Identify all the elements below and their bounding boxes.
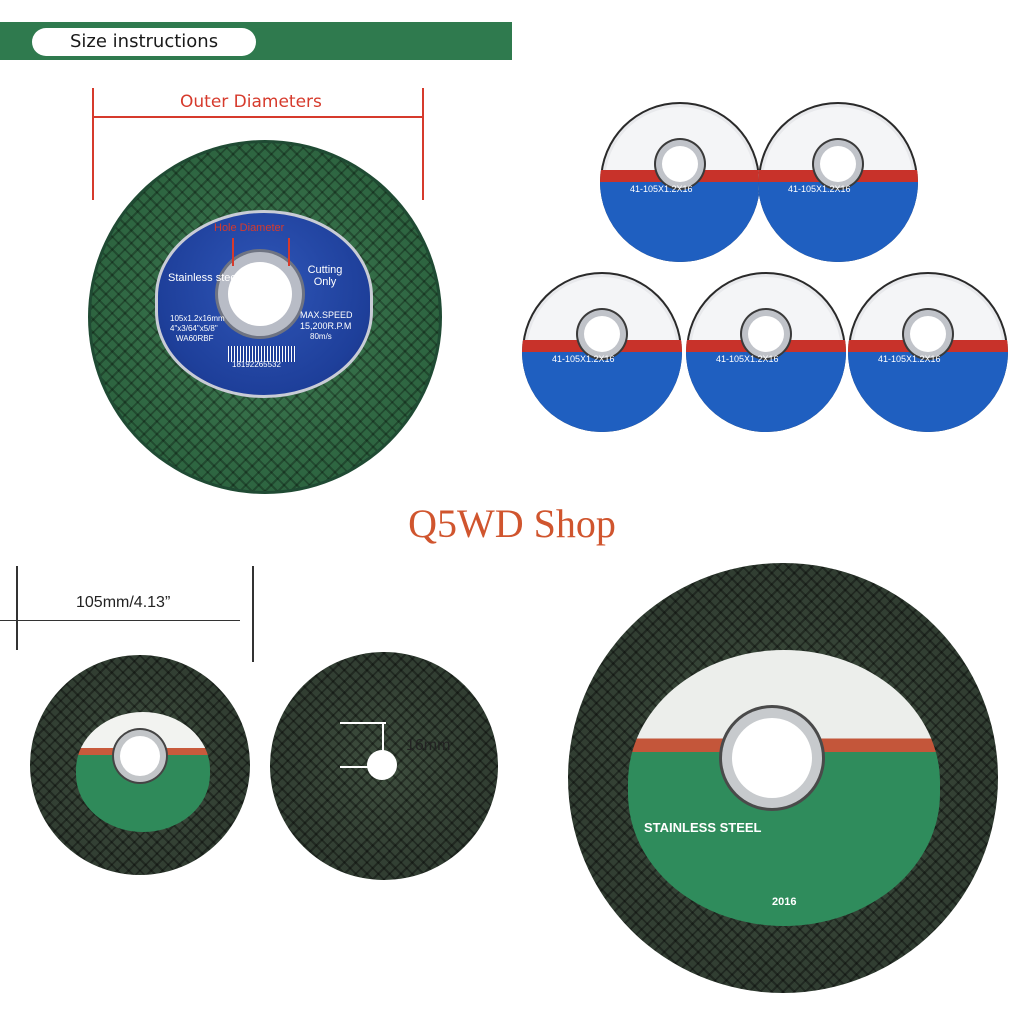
disc-max-speed: MAX.SPEED	[300, 310, 353, 320]
hole-dim-line	[382, 722, 384, 768]
disc-spec-inch: 4"x3/64"x5/8"	[170, 324, 218, 333]
blue-disc-spec: 41-105X1.2X16	[630, 184, 693, 194]
disc-large-material: STAINLESS STEEL	[644, 820, 762, 835]
blue-disc-5: 41-105X1.2X16	[848, 272, 1008, 432]
od-dimension-line	[92, 116, 424, 118]
disc-rpm: 15,200R.P.M	[300, 321, 352, 331]
disc-label-blue	[155, 210, 373, 398]
blue-disc-2: 41-105X1.2X16	[758, 102, 918, 262]
blue-disc-spec: 41-105X1.2X16	[788, 184, 851, 194]
hole-diameter-label: Hole Diameter	[214, 222, 285, 234]
blue-disc-spec: 41-105X1.2X16	[878, 354, 941, 364]
barcode-icon	[228, 346, 296, 362]
disc-spec: 105x1.2x16mm	[170, 314, 225, 323]
od-left-line	[92, 88, 94, 200]
hole-size-label: 16mm	[406, 737, 451, 754]
disc-material: Stainless steel	[168, 272, 239, 284]
dim-right-line	[252, 566, 254, 662]
blue-disc-spec: 41-105X1.2X16	[552, 354, 615, 364]
blue-disc-3: 41-105X1.2X16	[522, 272, 682, 432]
blue-disc-1: 41-105X1.2X16	[600, 102, 760, 262]
dim-left-line	[16, 566, 18, 650]
header-pill	[32, 28, 256, 56]
dim-line	[0, 620, 240, 621]
header-title: Size instructions	[70, 31, 219, 52]
disc-usage: Cutting Only	[307, 264, 343, 288]
disc-center-hole	[228, 262, 292, 326]
blue-disc-4: 41-105X1.2X16	[686, 272, 846, 432]
outer-diameters-label: Outer Diameters	[176, 92, 326, 112]
blue-disc-spec: 41-105X1.2X16	[716, 354, 779, 364]
disc-front-hole	[120, 736, 160, 776]
hd-right-line	[288, 238, 290, 266]
disc-large-year: 2016	[772, 896, 797, 908]
shop-name: Q5WD Shop	[408, 501, 616, 546]
hole-top-line	[340, 722, 386, 724]
disc-barcode-number: 18192265532	[232, 360, 281, 369]
disc-model: WA60RBF	[176, 334, 214, 343]
hole-bottom-line	[340, 766, 386, 768]
dimension-label: 105mm/4.13”	[76, 594, 171, 611]
disc-speed: 80m/s	[310, 332, 332, 341]
disc-large-hole	[732, 718, 812, 798]
hd-left-line	[232, 238, 234, 266]
od-right-line	[422, 88, 424, 200]
